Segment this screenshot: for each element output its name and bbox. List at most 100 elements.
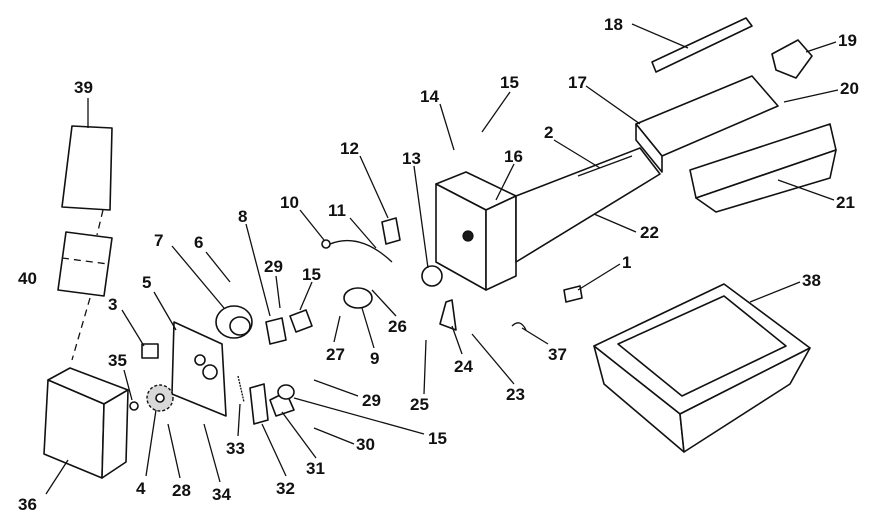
callout-29-bottom: 29: [362, 391, 381, 410]
leader-3: [121, 309, 145, 347]
part-17-ice-tray-front: [635, 123, 663, 173]
leader-16: [495, 163, 515, 201]
callout-17: 17: [568, 73, 587, 92]
part-32-bracket: [249, 383, 269, 425]
part-16-housing-side: [485, 195, 517, 291]
leader-15a: [481, 91, 511, 133]
callout-28: 28: [172, 481, 191, 500]
plate-hole: [194, 354, 206, 366]
leader-25: [423, 339, 427, 395]
part-9-thermostat: [343, 287, 373, 309]
leader-7: [171, 245, 225, 309]
leader-6: [205, 251, 231, 283]
part-17-ice-tray: [635, 75, 779, 157]
callout-7: 7: [154, 231, 163, 250]
part-38-bin-side: [679, 347, 811, 453]
leader-36: [45, 459, 69, 495]
callout-27: 27: [326, 345, 345, 364]
leader-19: [805, 41, 837, 53]
shield-fold-line: [61, 257, 109, 265]
callout-6: 6: [194, 233, 203, 252]
callout-5: 5: [142, 273, 151, 292]
callout-3: 3: [108, 295, 117, 314]
callout-24: 24: [454, 357, 473, 376]
part-24-lever: [439, 299, 457, 331]
callout-10: 10: [280, 193, 299, 212]
leader-9: [361, 307, 375, 349]
leader-5: [153, 291, 177, 331]
callout-36: 36: [18, 495, 37, 514]
callout-15-middle: 15: [302, 265, 321, 284]
leader-26: [371, 289, 397, 317]
callout-15-bottom: 15: [428, 429, 447, 448]
callout-35: 35: [108, 351, 127, 370]
leader-27: [333, 315, 341, 343]
callout-14: 14: [420, 87, 439, 106]
part-39-cover-plate: [61, 125, 113, 211]
callout-18: 18: [604, 15, 623, 34]
part-33-spring: [237, 375, 245, 403]
callout-30: 30: [356, 435, 375, 454]
part-13-valve: [421, 265, 443, 287]
leader-23: [471, 333, 515, 385]
leader-33: [237, 403, 241, 437]
part-36-front-cover-side: [101, 389, 129, 479]
callout-40: 40: [18, 269, 37, 288]
leader-12: [359, 155, 389, 219]
leader-30: [313, 427, 355, 445]
leader-29a: [275, 275, 281, 309]
part-21-stripper-side: [695, 149, 837, 213]
part-5-mounting-plate: [171, 321, 227, 417]
leader-15c: [293, 397, 425, 435]
callout-2: 2: [544, 123, 553, 142]
leader-4: [145, 409, 157, 477]
part-2-heater: [577, 155, 633, 177]
part-15-clip-middle: [289, 309, 313, 333]
part-15-clip-lower: [277, 384, 295, 400]
callout-37: 37: [548, 345, 567, 364]
callout-1: 1: [622, 253, 631, 272]
callout-31: 31: [306, 459, 325, 478]
housing-fastener: [462, 230, 474, 242]
callout-34: 34: [212, 485, 231, 504]
callout-16: 16: [504, 147, 523, 166]
callout-9: 9: [370, 349, 379, 368]
callout-19: 19: [838, 31, 857, 50]
callout-25: 25: [410, 395, 429, 414]
callout-33: 33: [226, 439, 245, 458]
leader-21: [777, 179, 835, 201]
leader-13: [413, 165, 429, 269]
callout-15-top: 15: [500, 73, 519, 92]
leader-22: [593, 213, 637, 233]
part-8-switch: [265, 317, 287, 345]
callout-39: 39: [74, 78, 93, 97]
leader-35: [123, 369, 133, 401]
leader-20: [783, 89, 839, 103]
leader-29b: [313, 379, 359, 397]
callout-26: 26: [388, 317, 407, 336]
part-35-nut: [129, 401, 139, 411]
leader-8: [245, 223, 271, 317]
part-11-wire: [329, 240, 393, 263]
callout-23: 23: [506, 385, 525, 404]
callout-22: 22: [640, 223, 659, 242]
leader-17: [585, 85, 641, 125]
part-12-connector: [381, 217, 401, 245]
part-4-gear-hub: [155, 393, 165, 403]
leader-28: [167, 423, 181, 479]
leader-10: [299, 209, 325, 241]
callout-8: 8: [238, 207, 247, 226]
leader-38: [749, 281, 801, 303]
part-38-bin-inner: [617, 295, 787, 397]
leader-18: [631, 23, 689, 49]
leader-2: [553, 139, 601, 169]
callout-13: 13: [402, 149, 421, 168]
leader-15b: [299, 281, 313, 311]
callout-32: 32: [276, 479, 295, 498]
leader-31: [281, 411, 317, 459]
callout-4: 4: [136, 479, 146, 498]
leader-34: [203, 423, 221, 483]
plate-hub: [202, 364, 218, 380]
